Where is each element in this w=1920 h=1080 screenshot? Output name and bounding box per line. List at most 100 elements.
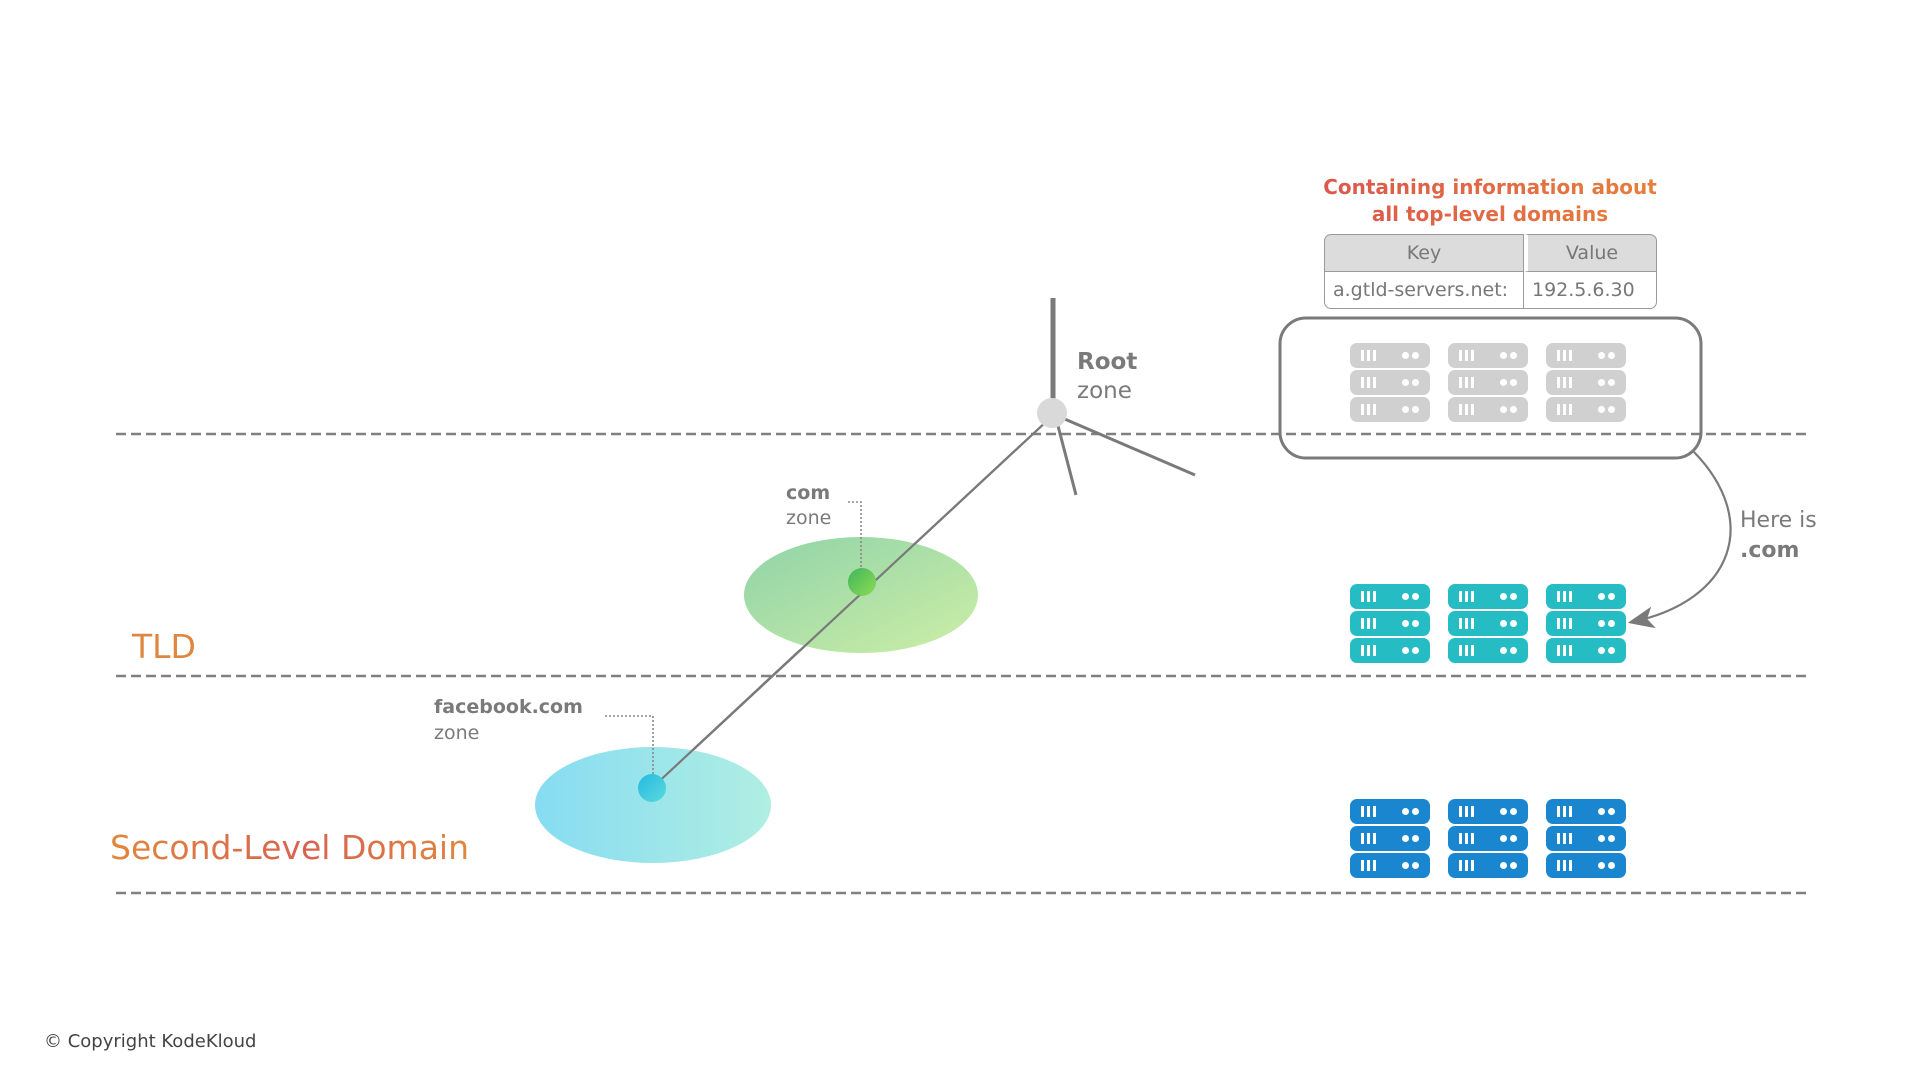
server-icon	[1546, 611, 1626, 636]
server-leds-icon	[1598, 808, 1605, 815]
here-is-com-annotation: Here is .com	[1740, 506, 1817, 566]
server-leds-icon	[1500, 406, 1507, 413]
server-leds-icon	[1500, 862, 1507, 869]
root-zone-sub: zone	[1077, 378, 1132, 404]
server-slots-icon	[1459, 618, 1477, 629]
server-slots-icon	[1557, 618, 1575, 629]
server-icon	[1448, 343, 1528, 368]
facebook-zone-name: facebook.com	[434, 696, 583, 718]
server-leds-icon	[1402, 379, 1409, 386]
title-line-1: Containing information about	[1323, 175, 1657, 199]
com-zone-sub: zone	[786, 507, 832, 529]
server-slots-icon	[1361, 860, 1379, 871]
column-header-key: Key	[1324, 234, 1524, 272]
server-icon	[1546, 826, 1626, 851]
server-icon	[1448, 853, 1528, 878]
server-leds-icon	[1598, 593, 1605, 600]
server-leds-icon	[1402, 835, 1409, 842]
server-leds-icon	[1500, 379, 1507, 386]
server-slots-icon	[1557, 377, 1575, 388]
server-slots-icon	[1361, 591, 1379, 602]
sld-layer-label: Second-Level Domain	[110, 828, 470, 867]
server-icon	[1546, 397, 1626, 422]
server-slots-icon	[1361, 350, 1379, 361]
root-zone-name: Root	[1077, 349, 1138, 375]
server-leds-icon	[1402, 647, 1409, 654]
server-leds-icon	[1500, 352, 1507, 359]
server-leds-icon	[1402, 352, 1409, 359]
column-header-value: Value	[1524, 234, 1657, 272]
server-slots-icon	[1361, 833, 1379, 844]
server-icon	[1546, 853, 1626, 878]
server-leds-icon	[1598, 406, 1605, 413]
server-leds-icon	[1500, 620, 1507, 627]
server-icon	[1350, 826, 1430, 851]
server-leds-icon	[1500, 808, 1507, 815]
server-icon	[1448, 397, 1528, 422]
root-servers-container	[1278, 316, 1703, 460]
server-slots-icon	[1459, 860, 1477, 871]
server-icon	[1448, 370, 1528, 395]
server-slots-icon	[1459, 833, 1477, 844]
server-slots-icon	[1557, 350, 1575, 361]
server-leds-icon	[1598, 352, 1605, 359]
table-row: a.gtld-servers.net: 192.5.6.30	[1324, 272, 1657, 309]
com-zone-node	[848, 568, 876, 596]
server-icon	[1350, 853, 1430, 878]
server-icon	[1350, 584, 1430, 609]
server-leds-icon	[1500, 835, 1507, 842]
server-leds-icon	[1598, 620, 1605, 627]
tld-layer-label: TLD	[132, 627, 196, 666]
server-slots-icon	[1361, 404, 1379, 415]
com-zone-pointer	[848, 501, 862, 580]
root-branch-2	[1055, 421, 1078, 496]
server-slots-icon	[1557, 833, 1575, 844]
link-overlay-lower	[651, 649, 801, 789]
server-leds-icon	[1402, 620, 1409, 627]
server-icon	[1546, 343, 1626, 368]
server-slots-icon	[1459, 404, 1477, 415]
server-slots-icon	[1557, 645, 1575, 656]
here-is-com-arrow	[1627, 451, 1732, 629]
server-icon	[1350, 638, 1430, 663]
server-icon	[1448, 826, 1528, 851]
table-header-row: Key Value	[1324, 234, 1657, 272]
com-zone-label: com zone	[786, 481, 831, 531]
server-slots-icon	[1459, 806, 1477, 817]
server-icon	[1350, 343, 1430, 368]
server-slots-icon	[1557, 806, 1575, 817]
server-slots-icon	[1557, 404, 1575, 415]
server-leds-icon	[1402, 406, 1409, 413]
annotation-line-1: Here is	[1740, 508, 1817, 533]
server-leds-icon	[1402, 862, 1409, 869]
facebook-zone-ellipse	[535, 747, 771, 863]
server-icon	[1546, 638, 1626, 663]
server-leds-icon	[1402, 808, 1409, 815]
com-zone-name: com	[786, 482, 831, 504]
server-icon	[1350, 397, 1430, 422]
server-slots-icon	[1361, 806, 1379, 817]
server-slots-icon	[1361, 618, 1379, 629]
server-icon	[1350, 611, 1430, 636]
server-icon	[1546, 584, 1626, 609]
root-zone-node	[1037, 398, 1067, 428]
server-icon	[1350, 799, 1430, 824]
server-leds-icon	[1500, 593, 1507, 600]
root-zone-label: Root zone	[1077, 348, 1137, 406]
facebook-zone-sub: zone	[434, 722, 480, 744]
server-leds-icon	[1598, 647, 1605, 654]
facebook-zone-node	[638, 774, 666, 802]
server-slots-icon	[1459, 377, 1477, 388]
server-leds-icon	[1598, 862, 1605, 869]
server-slots-icon	[1361, 645, 1379, 656]
server-leds-icon	[1402, 593, 1409, 600]
annotation-line-2: .com	[1740, 538, 1800, 563]
server-slots-icon	[1459, 591, 1477, 602]
table-cell-key: a.gtld-servers.net:	[1324, 272, 1524, 309]
server-icon	[1448, 638, 1528, 663]
server-slots-icon	[1557, 591, 1575, 602]
server-icon	[1448, 611, 1528, 636]
table-cell-value: 192.5.6.30	[1524, 272, 1657, 309]
server-leds-icon	[1598, 835, 1605, 842]
server-icon	[1448, 584, 1528, 609]
